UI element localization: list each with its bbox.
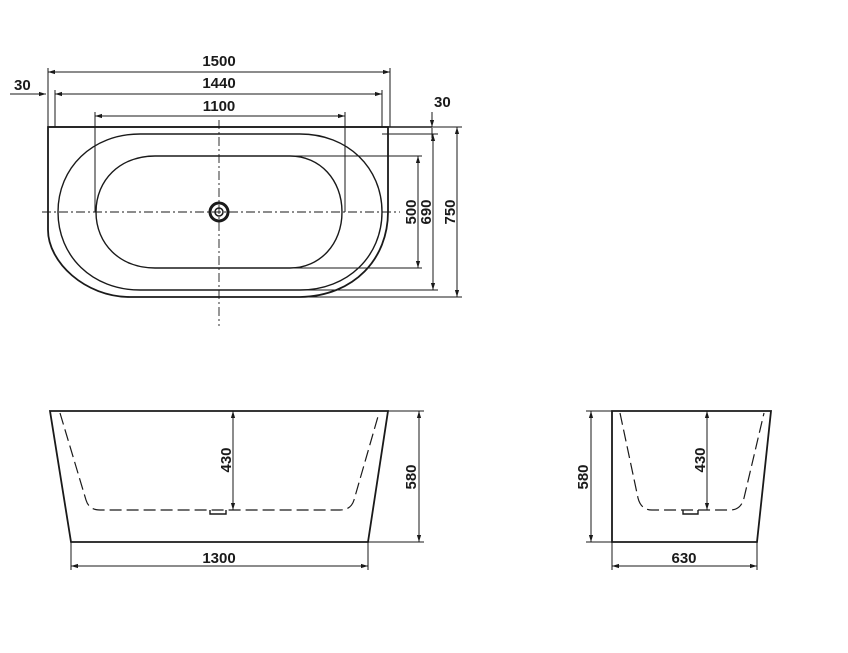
dim-30-left-label: 30	[14, 77, 31, 94]
tub-side-body	[611, 410, 773, 543]
dim-430-front-label: 430	[218, 447, 235, 472]
dim-690-label: 690	[418, 199, 435, 224]
dim-1100-label: 1100	[203, 98, 236, 115]
dim-630-label: 630	[671, 550, 696, 567]
tub-front-basin	[59, 412, 380, 511]
drain-icon	[208, 201, 230, 223]
dim-750-label: 750	[442, 199, 459, 224]
dim-500-label: 500	[403, 199, 420, 224]
dim-30-right-label: 30	[434, 94, 451, 111]
dim-1500-label: 1500	[202, 53, 235, 70]
dim-1440-label: 1440	[202, 75, 235, 92]
dim-430-side-label: 430	[692, 447, 709, 472]
dim-580-front-label: 580	[403, 464, 420, 489]
side-view: 430 580 630	[575, 410, 773, 570]
dim-580-side-label: 580	[575, 464, 592, 489]
tub-front-body	[48, 410, 390, 543]
dim-1300-label: 1300	[202, 550, 235, 567]
tub-side-basin	[619, 412, 765, 511]
tub-basin-floor	[95, 155, 343, 269]
front-view: 430 580 1300	[48, 410, 424, 570]
top-view: 1500 1440 1100 30 30 500 690 750	[10, 53, 462, 326]
